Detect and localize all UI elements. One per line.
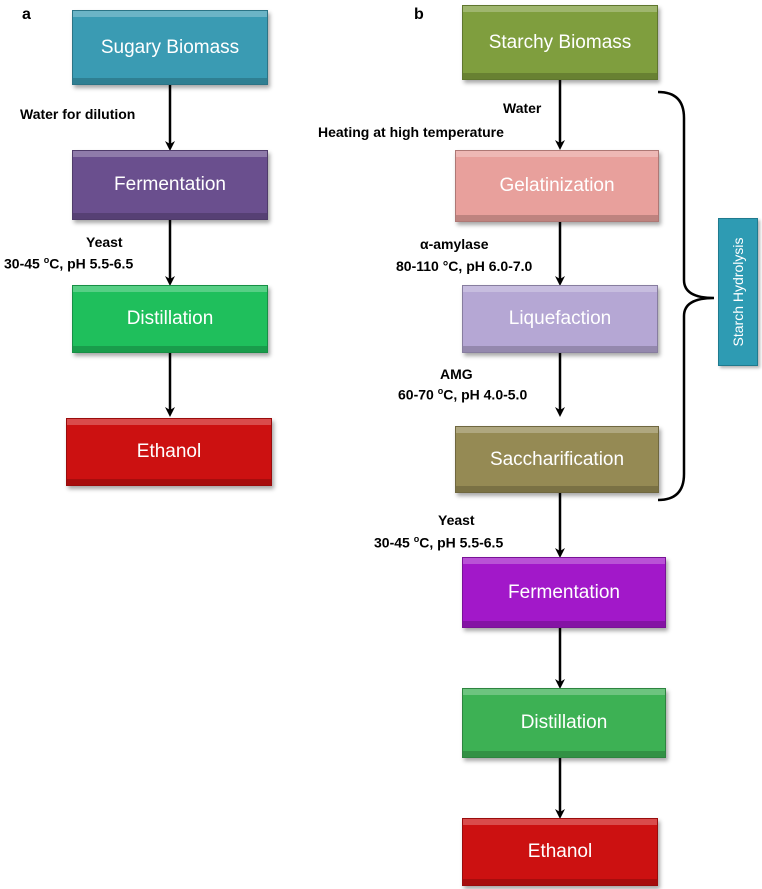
step-distillation-b: Distillation [462,688,666,758]
label-water: Water [503,100,542,116]
label-yeast-b: Yeast [438,512,475,528]
step-gelatinization: Gelatinization [455,150,659,222]
step-label: Sugary Biomass [100,36,240,58]
step-saccharification: Saccharification [455,426,659,493]
step-label: Fermentation [508,581,620,603]
step-label: Ethanol [527,841,593,862]
label-amylase-conditions: 80-110 °C, pH 6.0-7.0 [396,258,533,274]
step-fermentation-b: Fermentation [462,557,666,628]
step-ethanol-a: Ethanol [66,418,272,486]
label-yeast-conditions-a: 30-45 oC, pH 5.5-6.5 [4,255,133,272]
step-label: Distillation [520,712,608,733]
label-amg: AMG [440,366,473,382]
step-label: Gelatinization [499,175,615,196]
step-label: Distillation [126,308,214,329]
condition-text: C, pH 5.5-6.5 [419,534,504,551]
panel-b-label: b [414,6,424,23]
condition-text: C, pH 5.5-6.5 [49,255,134,272]
label-heating: Heating at high temperature [318,124,504,140]
label-yeast-a: Yeast [86,234,123,250]
temp-range: 30-45 [374,534,410,551]
temp-range: 60-70 [398,386,434,403]
step-label: Liquefaction [508,308,612,329]
label-water-for-dilution: Water for dilution [20,106,136,122]
step-ethanol-b: Ethanol [462,818,658,886]
degree-mark: o [43,255,50,265]
step-liquefaction: Liquefaction [462,285,658,353]
label-amg-conditions: 60-70 oC, pH 4.0-5.0 [398,386,527,403]
step-fermentation-a: Fermentation [72,150,268,220]
panel-a-label: a [22,6,31,23]
step-sugary-biomass: Sugary Biomass [72,10,268,85]
degree-mark: o [413,534,420,544]
condition-text: C, pH 4.0-5.0 [443,386,528,403]
step-label: Fermentation [114,174,226,195]
step-label: Ethanol [136,441,202,462]
starch-hydrolysis-bracket [657,90,715,502]
step-starchy-biomass: Starchy Biomass [462,5,658,80]
step-label: Starchy Biomass [488,31,632,53]
degree-mark: o [437,386,444,396]
temp-range: 30-45 [4,255,40,272]
starch-hydrolysis-label: Starch Hydrolysis [718,218,758,366]
label-yeast-conditions-b: 30-45 oC, pH 5.5-6.5 [374,534,503,551]
starch-hydrolysis-text: Starch Hydrolysis [730,237,746,347]
step-label: Saccharification [489,448,625,470]
step-distillation-a: Distillation [72,285,268,353]
label-alpha-amylase: α-amylase [420,236,489,252]
